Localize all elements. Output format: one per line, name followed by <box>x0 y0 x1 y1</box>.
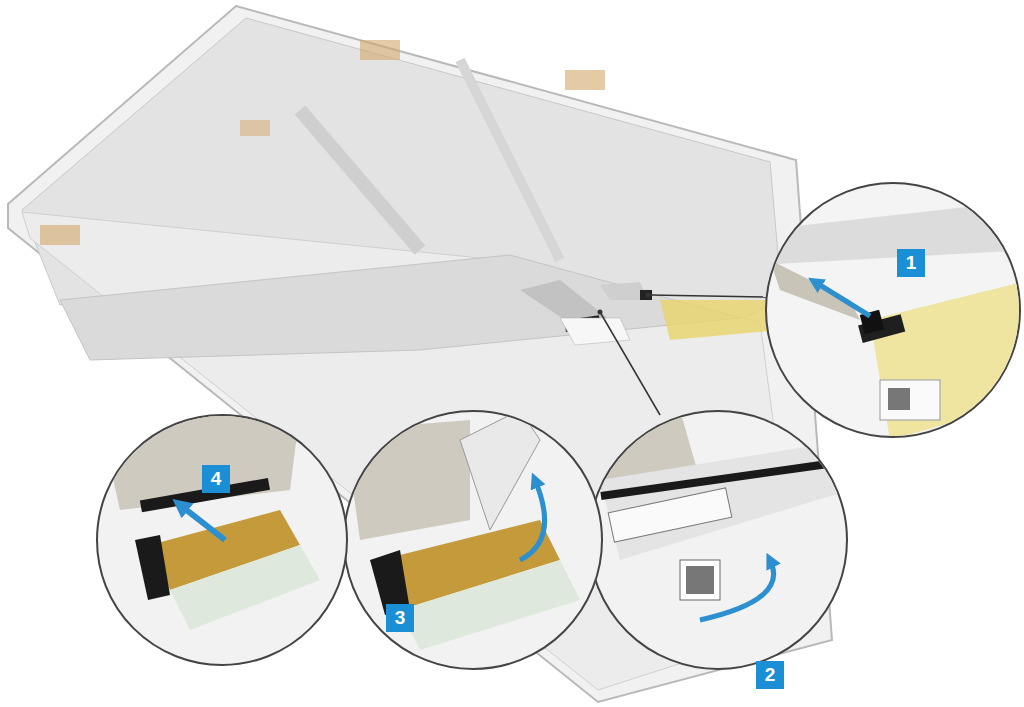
display-panel <box>8 6 832 702</box>
callout-number: 4 <box>202 465 230 493</box>
callout-number: 1 <box>897 249 925 277</box>
zoom-inset <box>344 410 602 669</box>
leader-line <box>600 295 767 415</box>
zoom-inset <box>589 410 850 669</box>
callout-number: 3 <box>386 604 414 632</box>
zoom-inset <box>760 183 1024 440</box>
zoom-inset <box>97 410 347 665</box>
callout-number: 2 <box>756 661 784 689</box>
